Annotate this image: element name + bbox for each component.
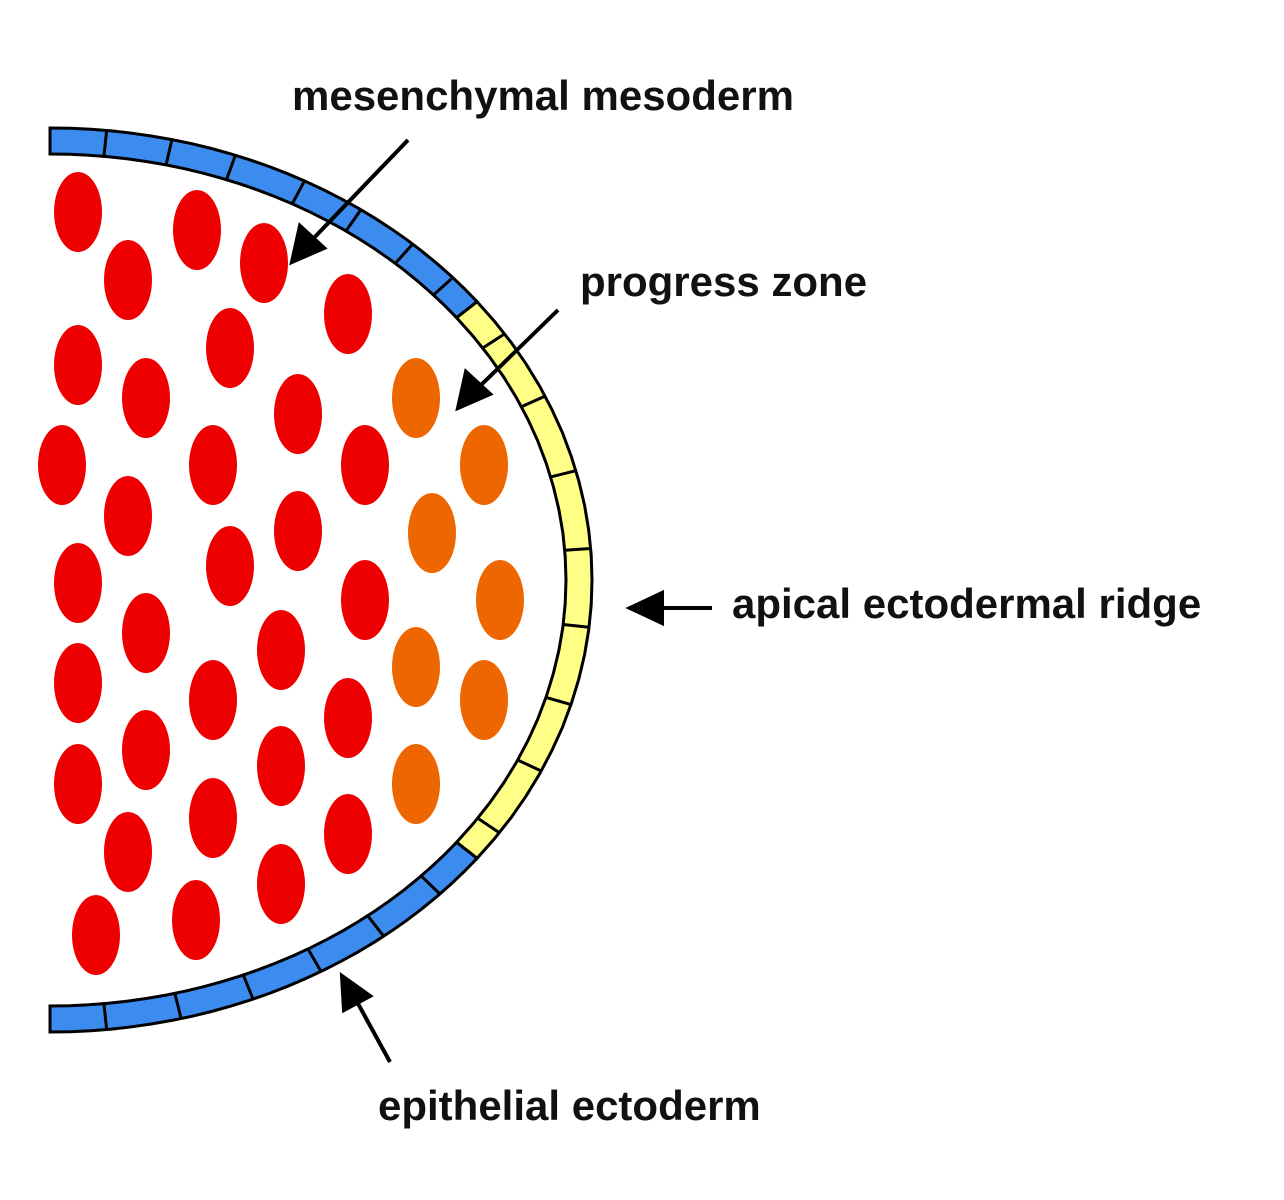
- mesenchyme-cell: [206, 308, 254, 388]
- mesenchyme-cell: [122, 710, 170, 790]
- arrow-progress-zone: [455, 308, 560, 412]
- mesenchyme-cell: [72, 895, 120, 975]
- mesenchyme-cell: [324, 678, 372, 758]
- ectoderm-cell-divider: [550, 469, 577, 479]
- ectoderm-cell-divider: [564, 546, 591, 552]
- mesenchyme-cell: [257, 726, 305, 806]
- ectoderm-cell-divider: [545, 695, 572, 707]
- ectoderm-cell-divider: [517, 758, 542, 773]
- mesenchyme-cell: [122, 593, 170, 673]
- ectoderm-cell-divider: [563, 623, 590, 629]
- mesenchyme-cell: [257, 844, 305, 924]
- ectoderm-cell-divider: [102, 1003, 109, 1030]
- mesenchyme-cell: [173, 190, 221, 270]
- mesenchyme-cell: [104, 240, 152, 320]
- ectoderm-cell-divider: [344, 208, 363, 232]
- mesenchyme-cell: [274, 491, 322, 571]
- ectoderm-cell-divider: [164, 139, 174, 166]
- mesenchyme-cell: [189, 425, 237, 505]
- progress-zone-cell: [460, 660, 508, 740]
- label-apical-ectodermal-ridge: apical ectodermal ridge: [732, 580, 1201, 627]
- arrow-epithelial-ectoderm: [339, 971, 392, 1063]
- ectoderm-cell-divider: [290, 180, 306, 205]
- progress-zone-cell: [392, 358, 440, 438]
- arrow-mesenchymal-mesoderm: [289, 138, 410, 266]
- ectoderm-cell-divider: [306, 948, 323, 973]
- ectoderm-cell-divider: [173, 992, 183, 1019]
- progress-zone-cell: [392, 627, 440, 707]
- ectoderm-cell-divider: [102, 130, 109, 157]
- mesenchyme-cell: [240, 223, 288, 303]
- mesenchyme-cell: [104, 476, 152, 556]
- progress-zone-cell: [476, 560, 524, 640]
- ectoderm-cell-divider: [420, 874, 441, 896]
- mesenchyme-cell: [172, 880, 220, 960]
- mesenchyme-cell: [54, 643, 102, 723]
- label-mesenchymal-mesoderm: mesenchymal mesoderm: [292, 72, 794, 119]
- label-epithelial-ectoderm: epithelial ectoderm: [378, 1082, 761, 1129]
- mesenchyme-cell: [324, 794, 372, 874]
- label-progress-zone: progress zone: [580, 258, 867, 305]
- mesenchyme-cell: [341, 425, 389, 505]
- progress-zone-cell: [392, 744, 440, 824]
- ectoderm-layer: [48, 126, 594, 1034]
- mesenchyme-cell: [189, 660, 237, 740]
- mesenchyme-cell: [341, 560, 389, 640]
- ectoderm-cell-divider: [476, 816, 501, 834]
- mesenchyme-cell: [54, 744, 102, 824]
- ectoderm-cell-divider: [481, 332, 506, 350]
- mesenchyme-cell: [274, 374, 322, 454]
- mesenchyme-cell: [54, 325, 102, 405]
- mesenchyme-cell: [54, 172, 102, 252]
- arrows: [289, 138, 712, 1063]
- progress-zone-cell: [460, 425, 508, 505]
- ectoderm-cell-divider: [432, 276, 454, 297]
- ectoderm-lower: [48, 840, 480, 1034]
- mesenchyme-cell: [54, 543, 102, 623]
- mesenchyme-cell: [38, 425, 86, 505]
- ectoderm-cell-divider: [366, 914, 385, 938]
- mesenchyme-cell: [324, 274, 372, 354]
- ectoderm-cell-divider: [520, 394, 546, 409]
- ectoderm-cell-divider: [225, 154, 237, 181]
- mesenchyme-cell: [122, 358, 170, 438]
- arrow-apical-ectodermal-ridge: [625, 589, 712, 627]
- ectoderm-cell-divider: [241, 974, 255, 1000]
- progress-zone-cell: [408, 493, 456, 573]
- mesenchyme-cell: [206, 526, 254, 606]
- mesenchyme-cell: [189, 778, 237, 858]
- ectoderm-cell-divider: [394, 243, 414, 265]
- cell-group: [38, 172, 524, 975]
- mesenchyme-cell: [104, 812, 152, 892]
- mesenchyme-cell: [257, 610, 305, 690]
